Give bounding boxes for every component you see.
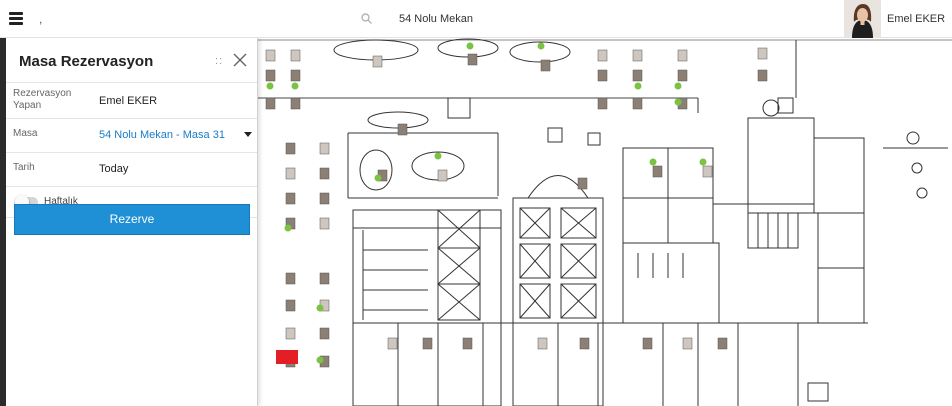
close-icon[interactable]	[232, 52, 248, 68]
desk-marker[interactable]	[319, 327, 330, 340]
desk-marker[interactable]	[319, 192, 330, 205]
desk-marker[interactable]	[642, 337, 653, 350]
desk-marker[interactable]	[285, 299, 296, 312]
search-icon[interactable]	[361, 13, 372, 24]
reservation-panel: Masa Rezervasyon : : Rezervasyon Yapan E…	[0, 38, 258, 406]
available-desk-dot[interactable]	[634, 82, 642, 90]
date-value[interactable]: Today	[99, 163, 129, 175]
panel-title: Masa Rezervasyon	[19, 53, 154, 70]
desk-marker[interactable]	[319, 167, 330, 180]
available-desk-dot[interactable]	[674, 82, 682, 90]
desk-marker[interactable]	[597, 49, 608, 62]
available-desk-dot[interactable]	[266, 82, 274, 90]
desk-marker[interactable]	[285, 272, 296, 285]
available-desk-dot[interactable]	[284, 224, 292, 232]
available-desk-dot[interactable]	[537, 42, 545, 50]
desk-marker[interactable]	[265, 97, 276, 110]
desk-marker[interactable]	[285, 327, 296, 340]
desk-marker[interactable]	[285, 167, 296, 180]
desk-marker[interactable]	[677, 49, 688, 62]
reserver-row: Rezervasyon Yapan Emel EKER	[6, 82, 257, 118]
desk-marker[interactable]	[372, 55, 383, 68]
desk-marker[interactable]	[757, 69, 768, 82]
desk-row[interactable]: Masa 54 Nolu Mekan - Masa 31	[6, 118, 257, 152]
selected-desk-marker[interactable]	[276, 350, 298, 364]
available-desk-dot[interactable]	[291, 82, 299, 90]
reserver-label: Rezervasyon Yapan	[13, 88, 72, 111]
desk-marker[interactable]	[577, 177, 588, 190]
desk-marker[interactable]	[682, 337, 693, 350]
desk-label: Masa	[13, 128, 38, 139]
date-label: Tarih	[13, 162, 35, 173]
weekly-label: Haftalık	[44, 196, 78, 207]
desk-marker[interactable]	[597, 97, 608, 110]
desk-marker[interactable]	[290, 69, 301, 82]
desk-marker[interactable]	[437, 169, 448, 182]
date-row[interactable]: Tarih Today	[6, 152, 257, 186]
user-avatar[interactable]	[844, 0, 881, 38]
available-desk-dot[interactable]	[434, 152, 442, 160]
desk-marker[interactable]	[265, 69, 276, 82]
desk-marker[interactable]	[467, 53, 478, 66]
desk-marker[interactable]	[757, 47, 768, 60]
desk-marker[interactable]	[632, 97, 643, 110]
top-bar: 54 Nolu Mekan Emel EKER	[0, 0, 952, 38]
available-desk-dot[interactable]	[374, 174, 382, 182]
panel-drag-handle-icon[interactable]: : :	[215, 55, 222, 67]
desk-marker[interactable]	[652, 165, 663, 178]
reserve-button[interactable]: Rezerve	[14, 204, 250, 235]
desk-marker[interactable]	[462, 337, 473, 350]
desk-marker[interactable]	[579, 337, 590, 350]
chevron-down-icon[interactable]	[244, 132, 252, 137]
available-desk-dot[interactable]	[316, 304, 324, 312]
reserver-value: Emel EKER	[99, 95, 158, 107]
desk-marker[interactable]	[702, 165, 713, 178]
desk-marker[interactable]	[319, 272, 330, 285]
place-title: 54 Nolu Mekan	[399, 13, 473, 25]
desk-marker[interactable]	[537, 337, 548, 350]
user-name[interactable]: Emel EKER	[887, 13, 946, 25]
desk-marker[interactable]	[632, 69, 643, 82]
desk-marker[interactable]	[632, 49, 643, 62]
desk-marker[interactable]	[285, 142, 296, 155]
desk-marker[interactable]	[540, 59, 551, 72]
desk-marker[interactable]	[422, 337, 433, 350]
desk-marker[interactable]	[265, 49, 276, 62]
hamburger-menu-icon[interactable]	[9, 12, 23, 25]
desk-marker[interactable]	[290, 49, 301, 62]
available-desk-dot[interactable]	[466, 42, 474, 50]
floor-plan[interactable]	[258, 38, 952, 406]
desk-marker[interactable]	[677, 69, 688, 82]
available-desk-dot[interactable]	[316, 356, 324, 364]
desk-marker[interactable]	[387, 337, 398, 350]
available-desk-dot[interactable]	[674, 98, 682, 106]
desk-marker[interactable]	[319, 142, 330, 155]
desk-marker[interactable]	[397, 123, 408, 136]
available-desk-dot[interactable]	[699, 158, 707, 166]
desk-select[interactable]: 54 Nolu Mekan - Masa 31	[99, 129, 225, 141]
available-desk-dot[interactable]	[649, 158, 657, 166]
panel-header: Masa Rezervasyon : :	[6, 38, 257, 82]
search-input[interactable]	[33, 7, 381, 31]
desk-marker[interactable]	[285, 192, 296, 205]
desk-marker[interactable]	[319, 217, 330, 230]
desk-marker[interactable]	[597, 69, 608, 82]
desk-marker[interactable]	[290, 97, 301, 110]
desk-marker[interactable]	[717, 337, 728, 350]
